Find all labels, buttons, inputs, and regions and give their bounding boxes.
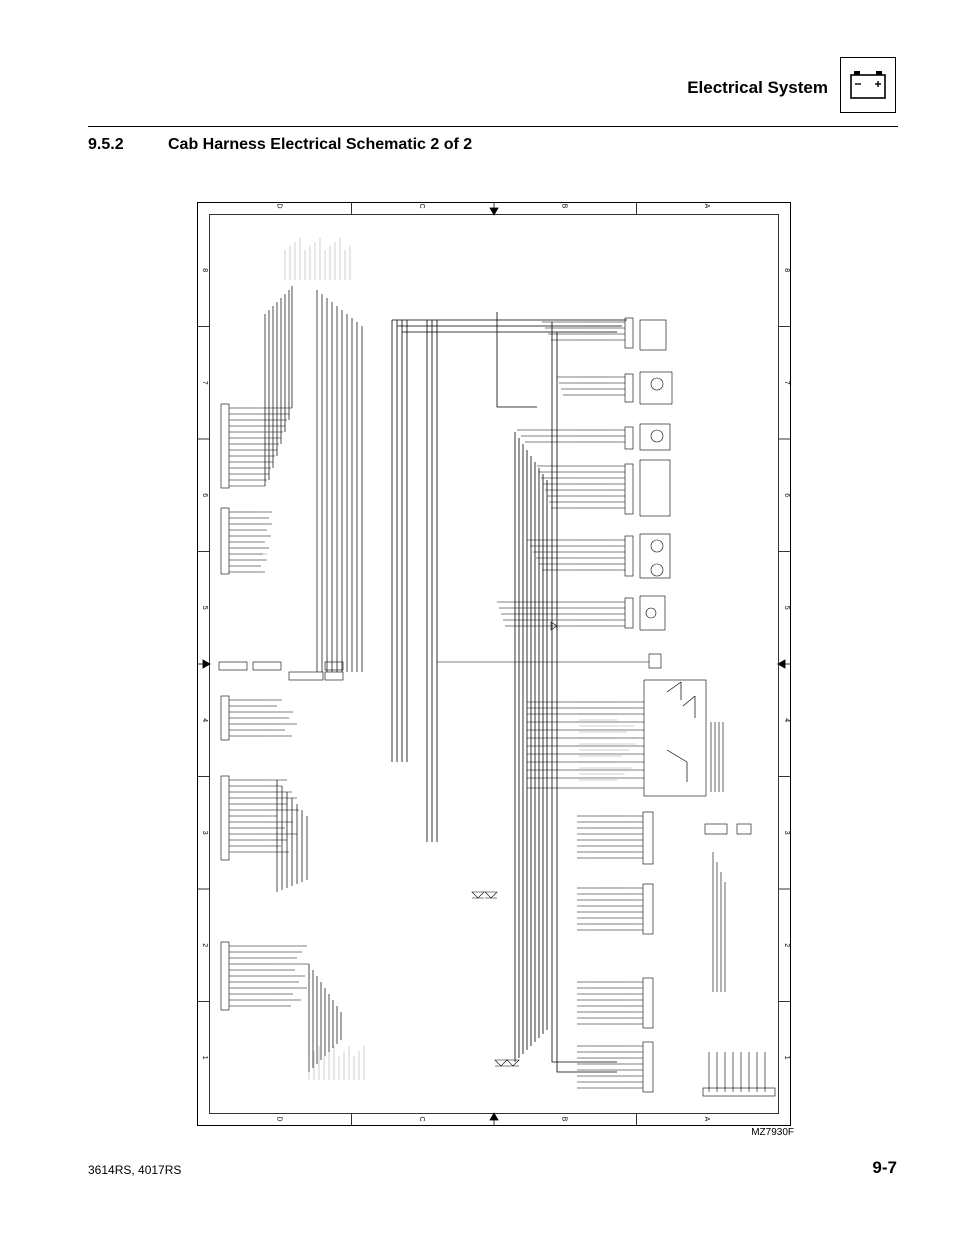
- figure-id: MZ7930F: [751, 1127, 794, 1138]
- footer-models: 3614RS, 4017RS: [88, 1163, 182, 1177]
- zone-arrow: [489, 207, 499, 216]
- zone-label-2-right: 2: [783, 943, 790, 947]
- zone-label-c-bottom: C: [418, 1116, 425, 1121]
- zone-label-3-left: 3: [201, 831, 208, 835]
- section-title: Electrical System: [687, 78, 828, 97]
- section-heading: 9.5.2 Cab Harness Electrical Schematic 2 …: [88, 136, 472, 154]
- zone-label-7-left: 7: [201, 381, 208, 385]
- zone-label-b-top: B: [560, 204, 567, 209]
- zone-label-7-right: 7: [783, 381, 790, 385]
- zone-label-c-top: C: [418, 203, 425, 208]
- zone-label-8-left: 8: [201, 268, 208, 272]
- section-number: 9.5.2: [88, 136, 124, 153]
- zone-label-2-left: 2: [201, 943, 208, 947]
- zone-label-d-top: D: [275, 203, 282, 208]
- zone-label-d-bottom: D: [275, 1116, 282, 1121]
- section-heading-title: Cab Harness Electrical Schematic 2 of 2: [168, 136, 473, 153]
- header-rule: [88, 126, 898, 127]
- zone-label-8-right: 8: [783, 268, 790, 272]
- zone-label-a-bottom: A: [703, 1117, 710, 1122]
- cab-harness-schematic: D D C C B B A A 1 1 2 2 3 3 4 4 5 5 6 6 7 7 8 8: [197, 202, 791, 1126]
- page-number: 9-7: [872, 1158, 897, 1177]
- zone-label-6-right: 6: [783, 493, 790, 497]
- zone-arrow: [202, 659, 211, 669]
- zone-label-5-left: 5: [201, 606, 208, 610]
- battery-icon: [840, 57, 896, 113]
- zone-label-1-right: 1: [783, 1056, 790, 1060]
- zone-label-4-right: 4: [783, 718, 790, 722]
- zone-label-a-top: A: [703, 204, 710, 209]
- zone-label-3-right: 3: [783, 831, 790, 835]
- zone-arrow: [489, 1112, 499, 1121]
- zone-label-5-right: 5: [783, 606, 790, 610]
- zone-label-4-left: 4: [201, 718, 208, 722]
- zone-label-6-left: 6: [201, 493, 208, 497]
- zone-arrow: [777, 659, 786, 669]
- zone-label-b-bottom: B: [560, 1117, 567, 1122]
- zone-label-1-left: 1: [201, 1056, 208, 1060]
